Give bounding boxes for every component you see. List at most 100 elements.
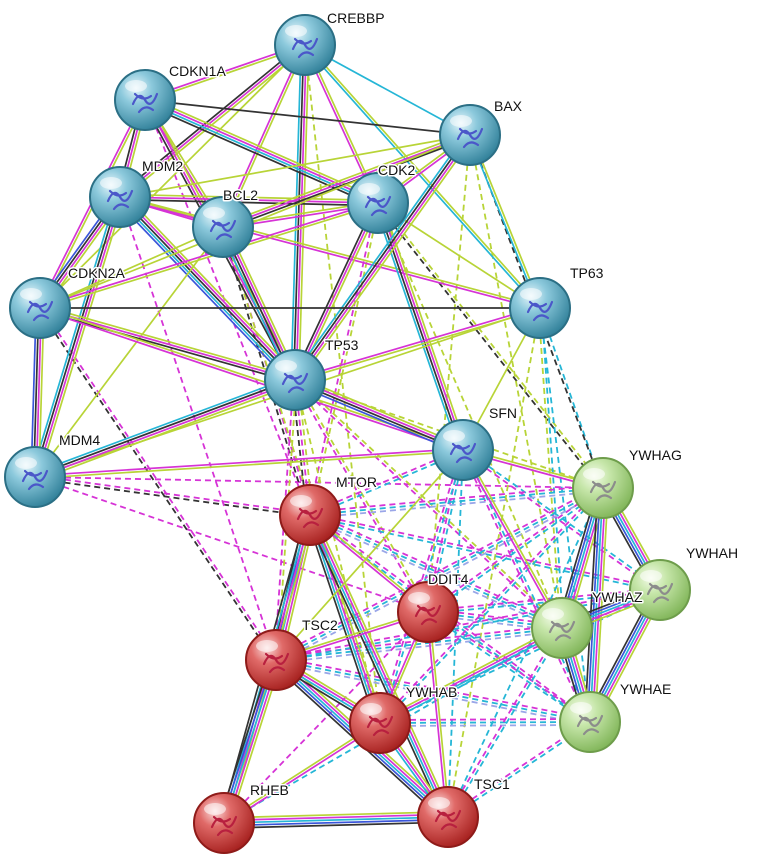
edge-mdm2-cdk2-black <box>119 198 378 207</box>
sphere-highlight <box>570 702 592 714</box>
edge-rheb-tsc1-black <box>224 821 449 830</box>
node-label: TSC1 <box>474 776 510 792</box>
predicted-edge-tp53-ywhaz-magenta <box>293 380 562 630</box>
edge-tp53-mdm4-yellowgreen <box>36 382 297 482</box>
node-label-halo: RHEB <box>250 782 289 798</box>
sphere-highlight <box>125 80 147 92</box>
edge-cdk2-sfn-magenta <box>378 202 466 450</box>
edge-mdm2-mdm4-black <box>32 196 120 477</box>
protein-structure-icon <box>364 195 392 217</box>
edge-crebbp-mdm2-magenta <box>119 44 306 198</box>
predicted-edge-tsc2-ywhag-lavender <box>276 489 605 664</box>
node-label: YWHAG <box>629 447 682 463</box>
edge-mtor-tsc1-yellowgreen <box>312 513 453 816</box>
edge-mdm2-bax-yellowgreen <box>119 134 471 198</box>
predicted-edge-mdm4-mtor-black <box>34 477 310 518</box>
predicted-edge-tsc2-ywhae-lavender <box>275 662 590 726</box>
edge-cdkn2a-tp53-black <box>39 309 295 384</box>
sphere-highlight <box>520 288 542 300</box>
protein-structure-icon <box>26 300 54 322</box>
edge-mtor-tsc1-cyan <box>308 515 448 818</box>
protein-structure-icon <box>291 37 319 59</box>
predicted-edge-tp53-ywhab-yellowgreen <box>294 379 381 724</box>
predicted-edge-mtor-ywhah-magenta <box>310 512 661 590</box>
edge-mtor-ywhab-cyan <box>307 515 380 724</box>
edge-mdm2-tp53-yellowgreen <box>123 192 300 377</box>
node-label: CDKN2A <box>68 265 125 281</box>
predicted-edge-tsc1-ywhaz-cyan <box>448 628 565 819</box>
node-label-halo: BAX <box>494 98 523 114</box>
edge-sfn-mdm4-magenta <box>34 447 463 477</box>
node-label: BCL2 <box>223 187 258 203</box>
node-label: TSC2 <box>302 617 338 633</box>
node-label-halo: CREBBP <box>327 10 385 26</box>
sphere-highlight <box>640 570 662 582</box>
node-label: YWHAH <box>686 545 738 561</box>
predicted-edge-cdkn2a-tsc2-black <box>38 308 276 662</box>
node-label: BAX <box>494 98 523 114</box>
edge-ddit4-tsc1-magenta <box>425 612 448 818</box>
node-label-halo: TP63 <box>570 265 604 281</box>
edge-cdk2-tp53-magenta <box>294 202 379 381</box>
protein-structure-icon <box>210 815 238 837</box>
node-label: MDM4 <box>59 432 100 448</box>
predicted-edge-ywhab-ywhag-cyan <box>380 488 605 725</box>
predicted-edge-tsc2-ywhah-magenta <box>275 587 660 660</box>
node-label-halo: MDM4 <box>59 432 100 448</box>
predicted-edge-mtor-ywhag-cyan <box>309 487 604 516</box>
predicted-edge-tp63-ywhae-cyan <box>539 307 591 723</box>
protein-structure-icon <box>434 809 462 831</box>
node-label: YWHAE <box>620 681 671 697</box>
node-label-halo: YWHAB <box>406 684 457 700</box>
edge-bax-tp53-black <box>293 133 470 380</box>
node-label-halo: BCL2 <box>223 187 258 203</box>
predicted-edge-crebbp-ywhab-yellowgreen <box>304 44 381 724</box>
sphere-highlight <box>408 592 430 604</box>
protein-structure-icon <box>366 715 394 737</box>
predicted-edge-tsc2-ywhag-cyan <box>275 487 604 661</box>
predicted-edge-sfn-ddit4-cyan <box>428 450 466 613</box>
edge-mdm2-tp53-blue <box>115 200 292 385</box>
nodes-layer: CREBBPCREBBPCDKN1ACDKN1ABAXBAXMDM2MDM2BC… <box>4 9 740 854</box>
predicted-edge-tp63-ywhag-cyan <box>539 307 604 489</box>
edge-mdm2-mdm4-magenta <box>35 197 123 478</box>
predicted-edge-ywhab-ywhae-magenta <box>379 718 590 721</box>
edge-mdm2-tp53-black <box>119 196 296 381</box>
edge-ywhag-ywhae-yellowgreen <box>594 488 610 723</box>
protein-structure-icon <box>21 469 49 491</box>
protein-structure-icon <box>262 652 290 674</box>
edge-cdkn1a-bax-black <box>144 99 471 136</box>
edge-bax-tp63-yellowgreen <box>470 134 542 308</box>
protein-structure-icon <box>548 620 576 642</box>
edge-crebbp-cdkn2a-yellowgreen <box>39 44 306 309</box>
sphere-highlight <box>358 183 380 195</box>
sphere-highlight <box>542 608 564 620</box>
edge-bax-tp53-cyan <box>291 132 468 379</box>
predicted-edge-ddit4-ywhae-cyan <box>426 612 590 724</box>
edge-mdm2-tp63-magenta <box>119 197 540 311</box>
edge-bax-tp53-yellowgreen <box>297 136 474 383</box>
predicted-edge-tsc1-ywhaz-magenta <box>445 626 562 817</box>
predicted-edge-tp63-tsc1-yellowgreen <box>447 307 541 818</box>
